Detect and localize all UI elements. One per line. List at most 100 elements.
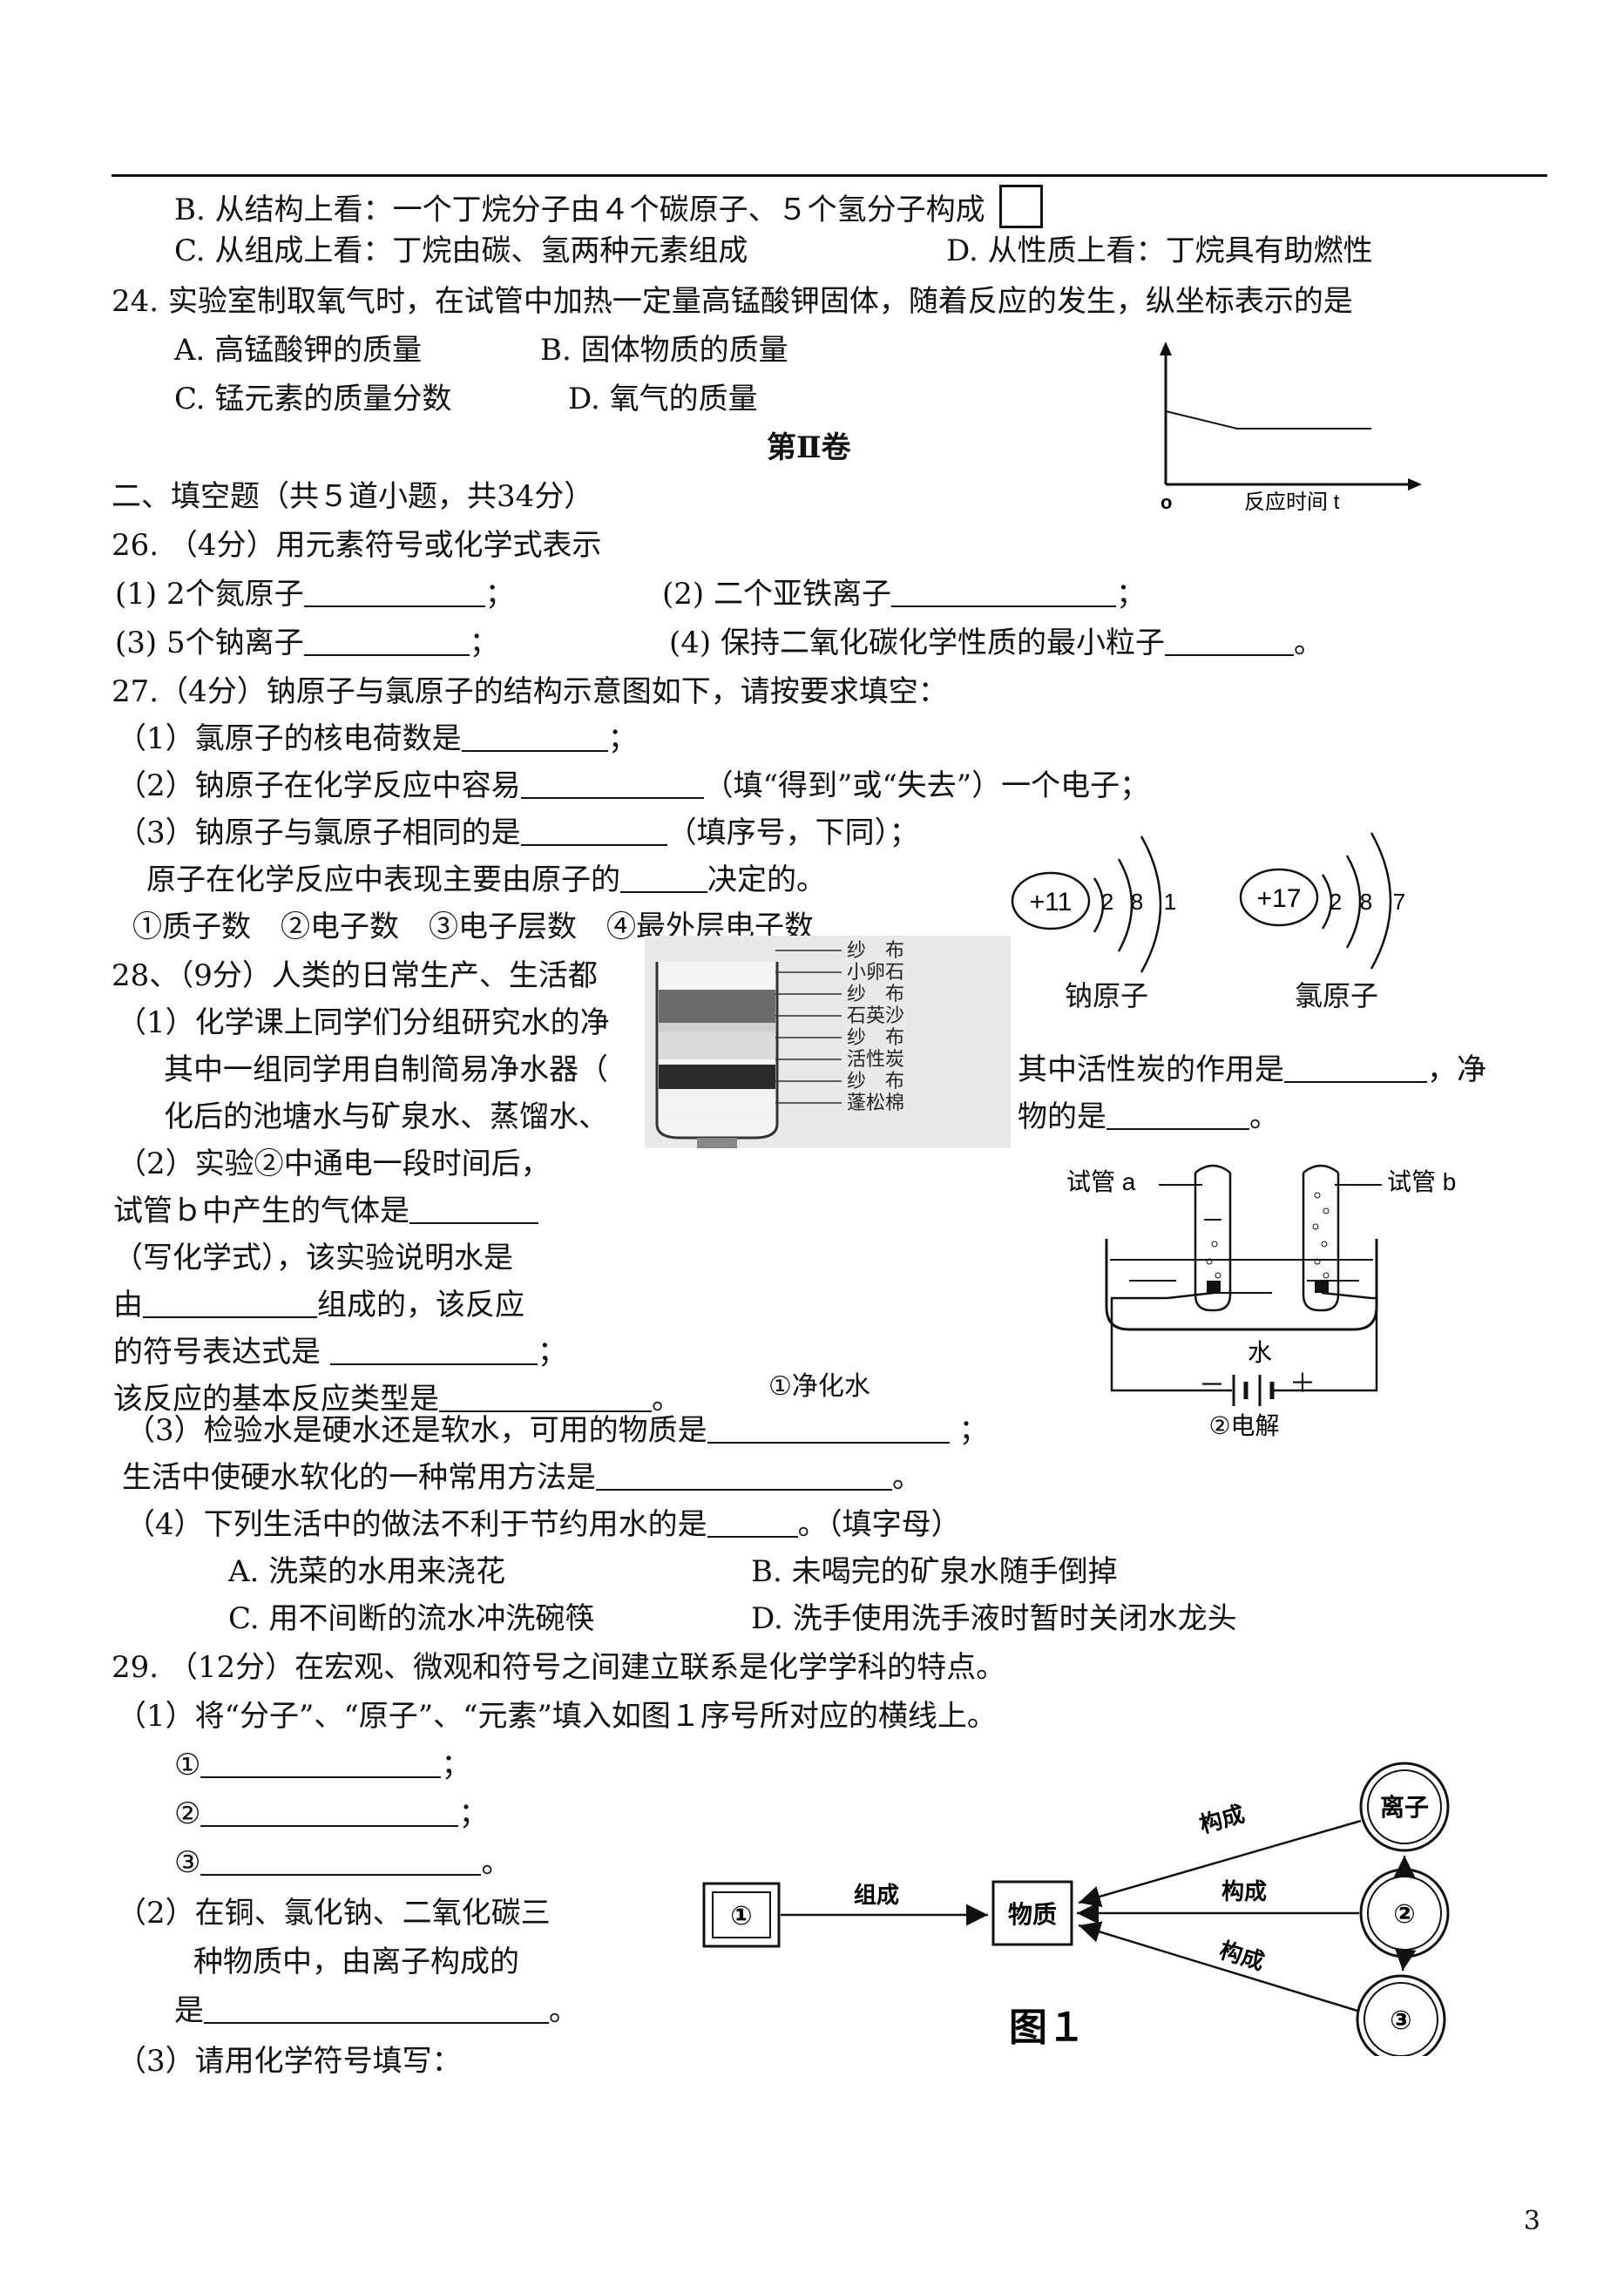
- blank[interactable]: [200, 1750, 442, 1778]
- circle-3-label: ③: [1390, 2006, 1411, 2035]
- origin-label: o: [1160, 491, 1172, 512]
- blank[interactable]: [439, 1384, 652, 1412]
- q23-option-b: B. 从结构上看：一个丁烷分子由４个碳原子、５个氢分子构成: [174, 185, 1043, 228]
- section-heading: 二、填空题（共５道小题，共34分）: [112, 479, 594, 514]
- y-axis-arrow: [1160, 342, 1172, 355]
- blank[interactable]: [520, 818, 667, 846]
- arrow-ion-construct: [1078, 1819, 1362, 1908]
- blank[interactable]: [143, 1290, 317, 1318]
- q24-option-d: D. 氧气的质量: [568, 382, 758, 416]
- blank[interactable]: [707, 1510, 798, 1538]
- cotton-layer: [659, 1089, 775, 1120]
- q24-graph: o 反应时间 t: [1160, 342, 1422, 512]
- circle-ion: [1359, 1762, 1450, 1852]
- caption-electrolysis: ②电解: [1208, 1412, 1279, 1437]
- blank[interactable]: [329, 1337, 538, 1365]
- curve: [1165, 410, 1371, 430]
- filter-layer-label: 小卵石: [847, 961, 904, 983]
- answer-box: [998, 185, 1043, 228]
- q29-part2-b: 种物质中，由离子构成的: [193, 1945, 519, 1979]
- filter-layer-label: 蓬松棉: [847, 1092, 904, 1113]
- q28-part1-e: 化后的池塘水与矿泉水、蒸馏水、: [164, 1099, 608, 1134]
- q27-part3-cont: 原子在化学反应中表现主要由原子的决定的。: [146, 862, 826, 897]
- q28-stem: 28、（9分）人类的日常生产、生活都: [112, 958, 598, 993]
- q26-part4: (4) 保持二氧化碳化学性质的最小粒子。: [669, 626, 1323, 660]
- q28-part2-a: （2）实验②中通电一段时间后，: [117, 1146, 551, 1181]
- box-1-label: ①: [730, 1902, 752, 1931]
- chlorine-shell-2: 8: [1360, 889, 1372, 915]
- tube-a: [1194, 1173, 1232, 1312]
- q26-part3: (3) 5个钠离子；: [115, 626, 499, 660]
- q28-option-d: D. 洗手使用洗手液时暂时关闭水龙头: [751, 1601, 1237, 1636]
- filter-layer-label: 纱 布: [847, 983, 904, 1004]
- q26-part2: (2) 二个亚铁离子；: [662, 577, 1146, 612]
- q28-part4: （4）下列生活中的做法不利于节约用水的是。（填字母）: [125, 1507, 961, 1542]
- q29-part1: （1）将“分子”、“原子”、“元素”填入如图１序号所对应的横线上。: [117, 1699, 997, 1734]
- q28-part2-b: 试管ｂ中产生的气体是: [113, 1194, 538, 1228]
- wire-left: [1110, 1291, 1232, 1392]
- filter-layer-label: 纱 布: [847, 1026, 904, 1048]
- water-trough: [1105, 1239, 1378, 1331]
- box-1: [702, 1882, 781, 1948]
- chlorine-shell-1: 2: [1330, 889, 1342, 915]
- sodium-atom: +11 2 8 1: [1011, 835, 1176, 973]
- substance-label: 物质: [1008, 1901, 1057, 1928]
- q27-part2: （2）钠原子在化学反应中容易（填“得到”或“失去”）一个电子；: [117, 768, 1150, 803]
- blank[interactable]: [409, 1196, 538, 1224]
- blank[interactable]: [1284, 1055, 1427, 1083]
- chlorine-shell-3: 7: [1393, 889, 1405, 915]
- q29-blank-2: ②；: [174, 1796, 489, 1831]
- q28-part2-c: （写化学式），该实验说明水是: [113, 1241, 513, 1275]
- q28-part1-b: 其中一组同学用自制简易净水器（: [164, 1052, 608, 1087]
- header-rule: [112, 174, 1547, 177]
- sodium-shell-2: 8: [1131, 889, 1143, 915]
- figure-1-diagram: ① 物质 离子 ② ③ 组成 构成 构成 构成 图１: [702, 1762, 1450, 2056]
- q28-option-a: A. 洗菜的水用来浇花: [228, 1554, 506, 1589]
- blank[interactable]: [200, 1848, 482, 1876]
- q29-part2-a: （2）在铜、氯化钠、二氧化碳三: [117, 1896, 551, 1931]
- q29-part2-c: 是。: [174, 1993, 579, 2028]
- blank[interactable]: [620, 865, 707, 893]
- filter-layer-label: 纱 布: [847, 939, 904, 961]
- sodium-nucleus-charge: +11: [1030, 888, 1073, 917]
- pebble-layer: [659, 990, 775, 1023]
- arrow-2-to-3: [1394, 1947, 1417, 1972]
- blank[interactable]: [461, 724, 608, 752]
- chlorine-nucleus-charge: +17: [1257, 884, 1302, 913]
- blank[interactable]: [303, 628, 470, 656]
- blank[interactable]: [1106, 1102, 1249, 1130]
- circle-3: [1356, 1974, 1446, 2056]
- atom-structure-diagram: +11 2 8 1 +17 2 8 7: [1011, 832, 1405, 973]
- x-axis-label: 反应时间 t: [1244, 490, 1340, 512]
- blank[interactable]: [596, 1463, 892, 1491]
- blank[interactable]: [1164, 628, 1294, 656]
- q29-blank-3: ③。: [174, 1845, 511, 1880]
- blank[interactable]: [204, 1996, 549, 2024]
- sodium-shell-1: 2: [1101, 889, 1113, 915]
- q24-option-b: B. 固体物质的质量: [540, 333, 788, 368]
- page-number: 3: [1523, 2206, 1540, 2236]
- label-construct-1: 构成: [1196, 1801, 1247, 1838]
- blank[interactable]: [303, 579, 485, 607]
- filter-layer-label: 纱 布: [847, 1070, 904, 1092]
- chlorine-nucleus: [1239, 868, 1319, 927]
- q29-part3: （3）请用化学符号填写：: [117, 2044, 462, 2079]
- q24-option-c: C. 锰元素的质量分数: [174, 382, 452, 416]
- blank[interactable]: [520, 771, 704, 799]
- q28-part3-b: 生活中使硬水软化的一种常用方法是。: [122, 1460, 922, 1495]
- sodium-nucleus: [1011, 871, 1091, 930]
- q26-part1: (1) 2个氮原子；: [115, 577, 515, 612]
- q27-stem: 27.（4分）钠原子与氯原子的结构示意图如下，请按要求填空：: [112, 674, 948, 709]
- blank[interactable]: [200, 1799, 459, 1827]
- circle-2-label: ②: [1393, 1900, 1415, 1929]
- q23-option-c: C. 从组成上看：丁烷由碳、氢两种元素组成: [174, 233, 748, 268]
- chlorine-label: 氯原子: [1295, 980, 1379, 1011]
- label-plus: ＋: [1289, 1370, 1316, 1398]
- q27-part3: （3）钠原子与氯原子相同的是（填序号，下同）；: [117, 815, 919, 850]
- q23-option-d: D. 从性质上看：丁烷具有助燃性: [946, 233, 1373, 268]
- label-tube-a: 试管 a: [1066, 1168, 1136, 1195]
- blank[interactable]: [890, 579, 1116, 607]
- q28-part2-g: 该反应的基本反应类型是。: [113, 1382, 681, 1417]
- blank[interactable]: [707, 1416, 950, 1444]
